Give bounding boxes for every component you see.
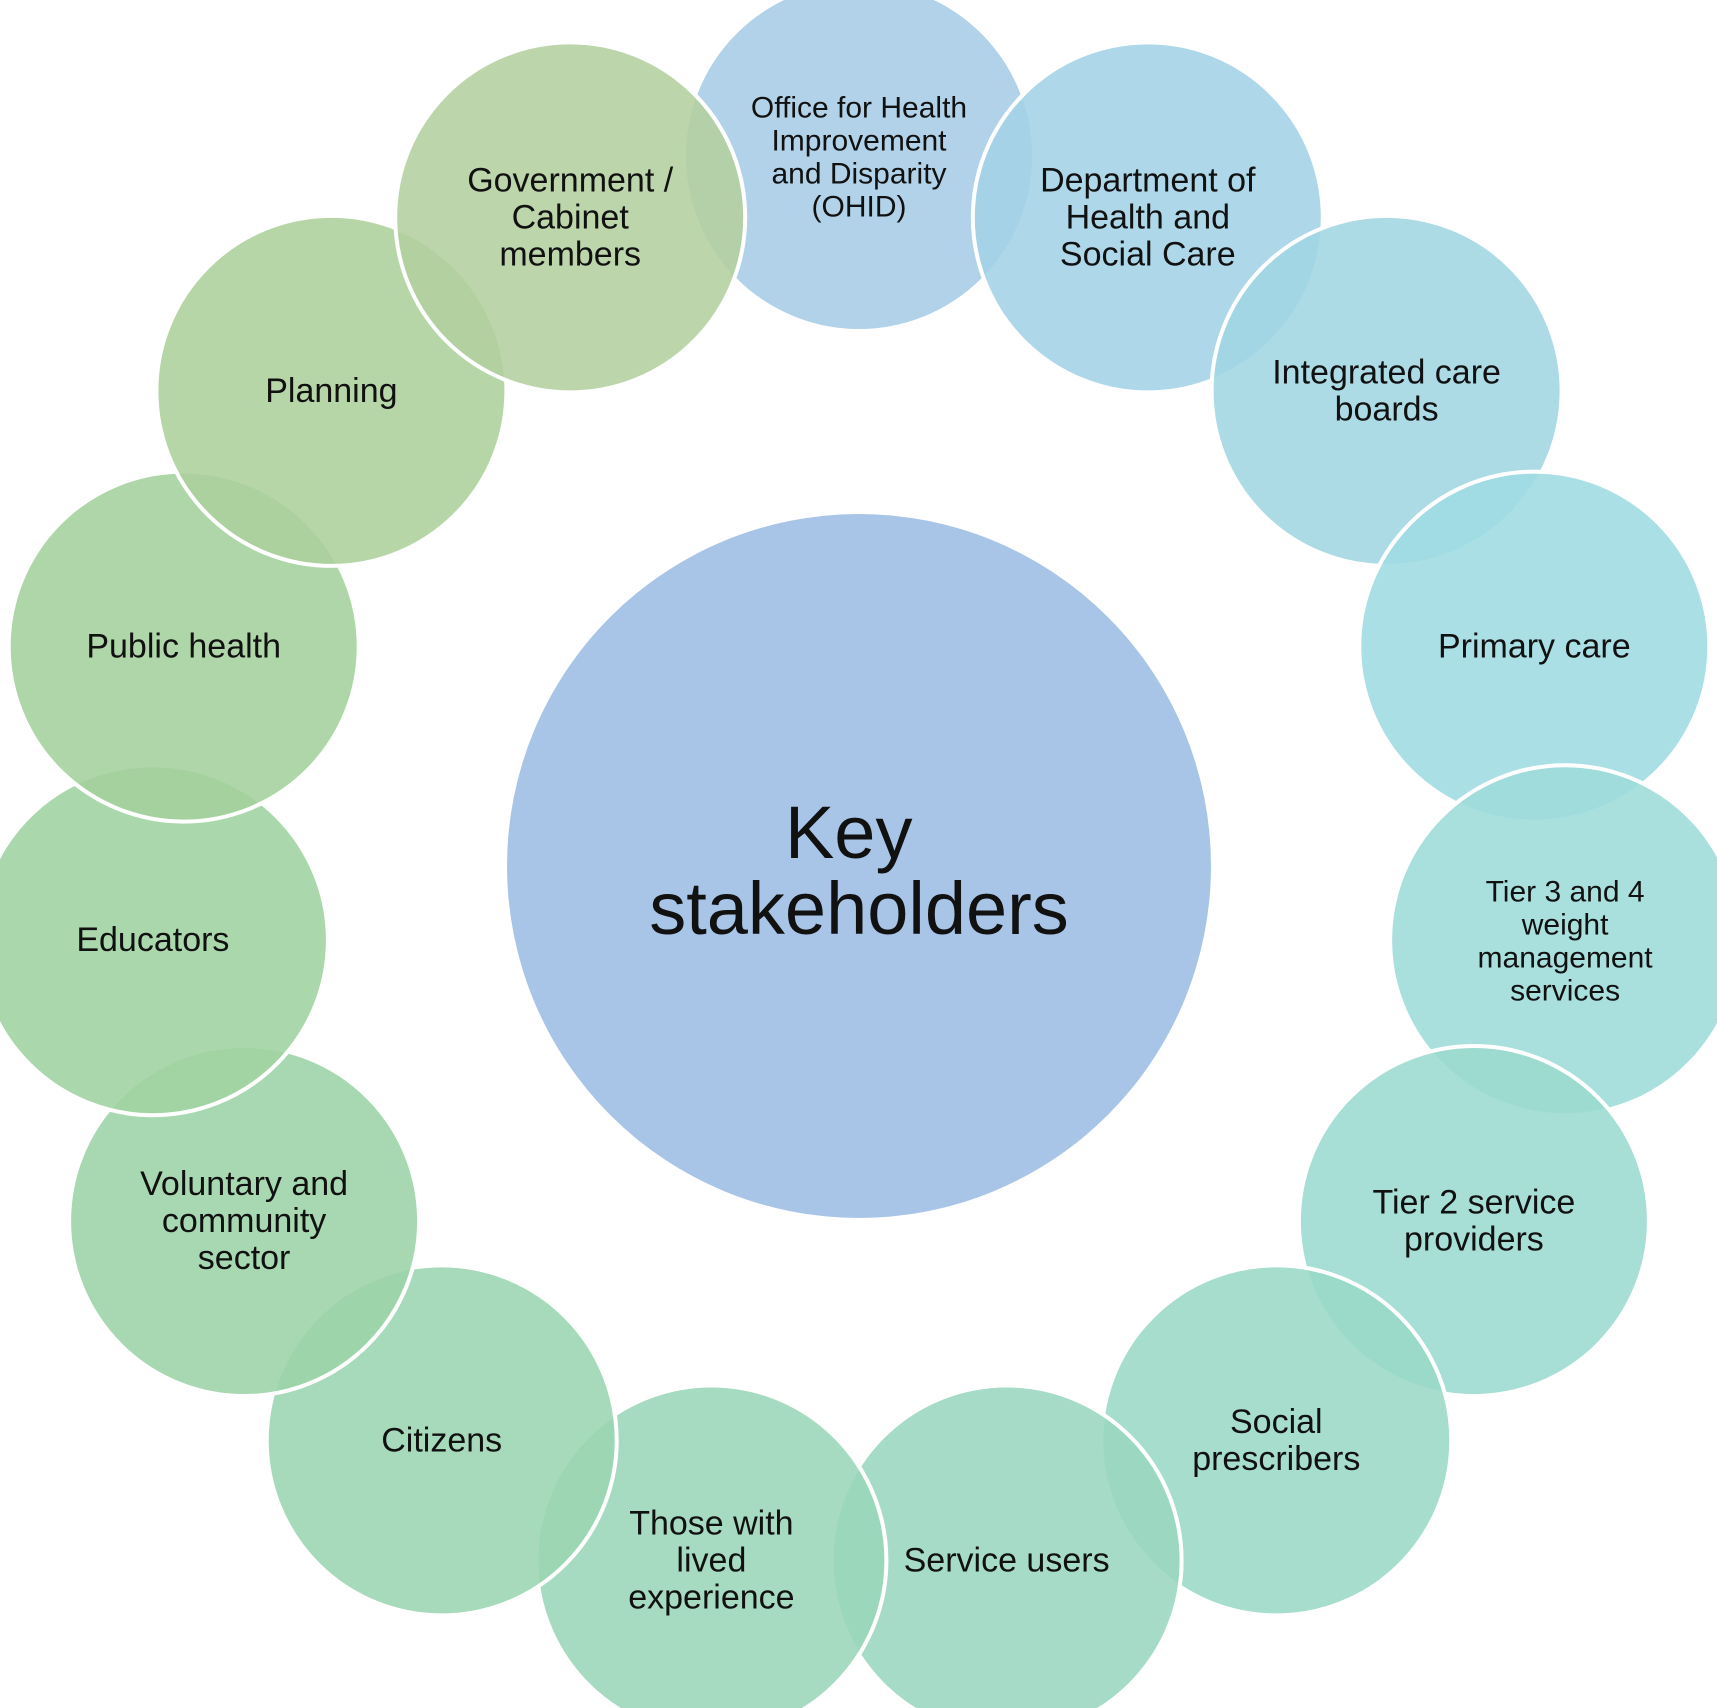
stakeholder-label-line: Tier 2 service <box>1373 1184 1576 1222</box>
stakeholder-label-line: prescribers <box>1192 1440 1360 1478</box>
stakeholder-label-service-users: Service users <box>904 1542 1110 1580</box>
stakeholder-label-public-health: Public health <box>86 628 281 666</box>
stakeholder-label-line: Improvement <box>771 125 947 158</box>
stakeholder-label-line: services <box>1510 975 1620 1008</box>
stakeholder-label-line: management <box>1478 942 1654 975</box>
stakeholder-label-line: and Disparity <box>771 158 946 191</box>
stakeholder-label-line: Those with <box>629 1505 793 1543</box>
stakeholder-label-line: Cabinet <box>512 198 630 236</box>
stakeholder-label-line: sector <box>198 1239 291 1277</box>
stakeholder-label-line: Educators <box>76 921 229 959</box>
stakeholder-label-line: Tier 3 and 4 <box>1486 876 1645 909</box>
center-title: Key stakeholders <box>649 791 1069 950</box>
stakeholder-label-line: boards <box>1335 390 1439 428</box>
stakeholder-label-line: community <box>162 1202 326 1240</box>
stakeholder-label-line: Citizens <box>381 1421 502 1459</box>
stakeholder-label-planning: Planning <box>265 372 397 410</box>
stakeholder-label-line: Planning <box>265 372 397 410</box>
center-circle: Key stakeholders <box>507 514 1211 1218</box>
stakeholder-label-line: (OHID) <box>812 191 907 224</box>
stakeholder-label-primary-care: Primary care <box>1438 628 1631 666</box>
stakeholder-label-line: Social <box>1230 1403 1323 1441</box>
stakeholder-label-line: members <box>499 235 641 273</box>
stakeholder-label-line: Health and <box>1066 198 1230 236</box>
center-title-line: stakeholders <box>649 867 1069 950</box>
stakeholder-label-line: Government / <box>467 161 674 199</box>
stakeholder-label-line: Public health <box>86 628 281 666</box>
stakeholder-label-line: Service users <box>904 1542 1110 1580</box>
stakeholder-label-line: Primary care <box>1438 628 1631 666</box>
stakeholder-label-citizens: Citizens <box>381 1421 502 1459</box>
stakeholder-label-line: weight <box>1521 909 1609 942</box>
stakeholder-label-educators: Educators <box>76 921 229 959</box>
stakeholder-label-line: Voluntary and <box>140 1165 348 1203</box>
stakeholder-label-line: Department of <box>1040 161 1256 199</box>
stakeholder-label-line: providers <box>1404 1221 1544 1259</box>
stakeholder-label-line: experience <box>628 1579 794 1617</box>
stakeholder-label-line: Social Care <box>1060 235 1236 273</box>
stakeholder-label-line: lived <box>676 1542 746 1580</box>
center-circle-shape <box>507 514 1211 1218</box>
stakeholder-label-line: Integrated care <box>1272 353 1501 391</box>
center-title-line: Key <box>785 791 913 874</box>
stakeholder-label-line: Office for Health <box>751 92 967 125</box>
stakeholder-circle-government <box>393 40 748 395</box>
